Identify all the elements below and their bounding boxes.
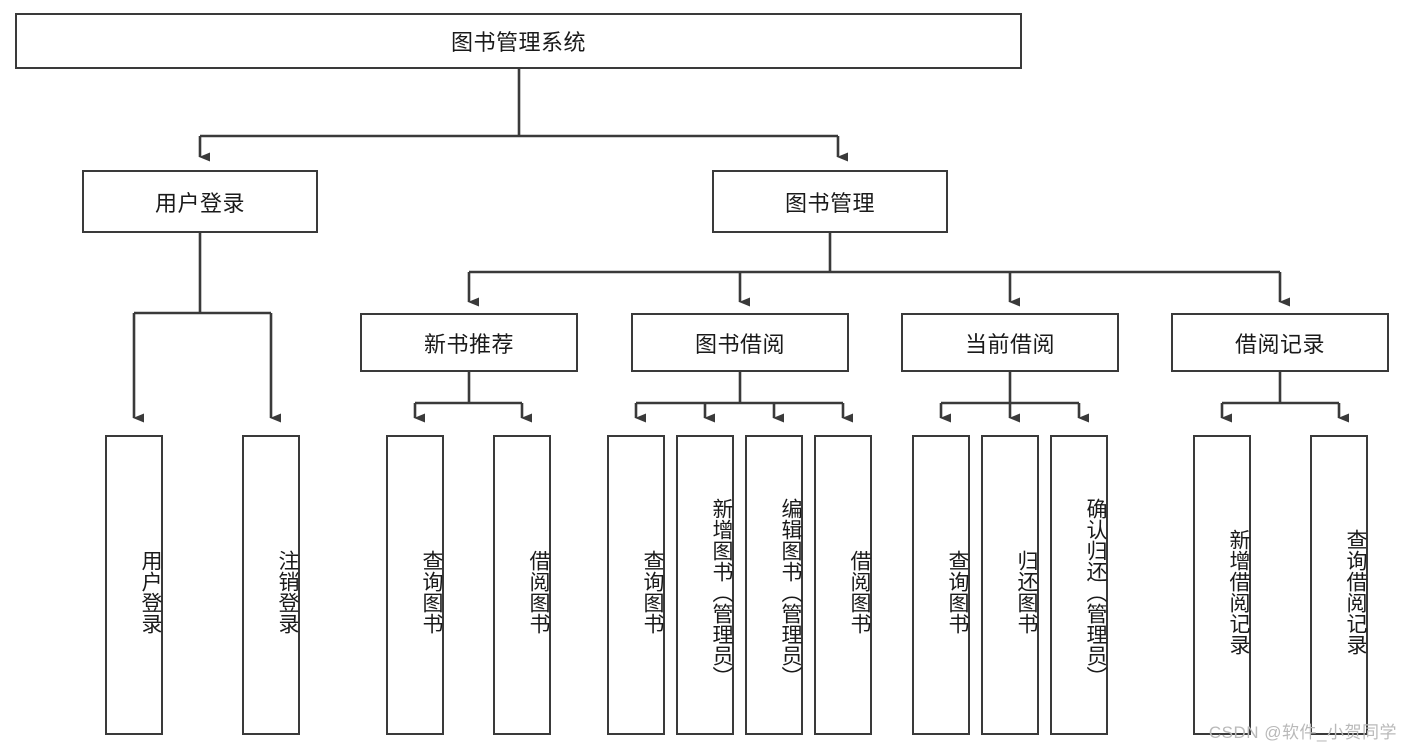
node-new-book-recommend[interactable]: 新书推荐 (360, 313, 578, 372)
leaf-book-borrow-add-book-admin[interactable]: 新增图书（管理员） (676, 435, 734, 735)
node-label: 借阅图书 (848, 550, 871, 634)
node-label: 查询图书 (420, 550, 443, 634)
node-label: 编辑图书（管理员） (779, 497, 802, 687)
node-label: 新增借阅记录 (1227, 529, 1250, 655)
node-current-borrow[interactable]: 当前借阅 (901, 313, 1119, 372)
node-label: 借阅记录 (1234, 331, 1325, 357)
node-label: 新书推荐 (423, 331, 514, 357)
node-label: 查询图书 (946, 550, 969, 634)
node-label: 当前借阅 (964, 331, 1055, 357)
leaf-book-borrow-query-book[interactable]: 查询图书 (607, 435, 665, 735)
node-label: 查询图书 (641, 550, 664, 634)
node-label: 查询借阅记录 (1344, 529, 1367, 655)
leaf-current-borrow-query-book[interactable]: 查询图书 (912, 435, 970, 735)
leaf-current-borrow-confirm-return-admin[interactable]: 确认归还（管理员） (1050, 435, 1108, 735)
node-label: 图书管理系统 (450, 30, 586, 55)
node-borrow-record[interactable]: 借阅记录 (1171, 313, 1389, 372)
leaf-new-book-borrow-book[interactable]: 借阅图书 (493, 435, 551, 735)
node-label: 图书管理 (784, 190, 875, 216)
node-label: 用户登录 (154, 190, 245, 216)
leaf-user-login-logout[interactable]: 注销登录 (242, 435, 300, 735)
leaf-book-borrow-borrow-book[interactable]: 借阅图书 (814, 435, 872, 735)
leaf-current-borrow-return-book[interactable]: 归还图书 (981, 435, 1039, 735)
leaf-new-book-query-book[interactable]: 查询图书 (386, 435, 444, 735)
node-label: 图书借阅 (694, 331, 785, 357)
node-user-login[interactable]: 用户登录 (82, 170, 318, 233)
node-book-management[interactable]: 图书管理 (712, 170, 948, 233)
leaf-borrow-record-add-record[interactable]: 新增借阅记录 (1193, 435, 1251, 735)
leaf-book-borrow-edit-book-admin[interactable]: 编辑图书（管理员） (745, 435, 803, 735)
node-label: 用户登录 (139, 550, 162, 634)
node-label: 借阅图书 (527, 550, 550, 634)
node-label: 确认归还（管理员） (1084, 497, 1107, 687)
node-label: 注销登录 (276, 550, 299, 634)
node-label: 新增图书（管理员） (710, 497, 733, 687)
node-root-book-management-system[interactable]: 图书管理系统 (15, 13, 1022, 69)
csdn-watermark: CSDN @软件_小贺同学 (1208, 723, 1397, 742)
node-book-borrow[interactable]: 图书借阅 (631, 313, 849, 372)
node-label: 归还图书 (1015, 550, 1038, 634)
leaf-borrow-record-query-record[interactable]: 查询借阅记录 (1310, 435, 1368, 735)
leaf-user-login-login[interactable]: 用户登录 (105, 435, 163, 735)
